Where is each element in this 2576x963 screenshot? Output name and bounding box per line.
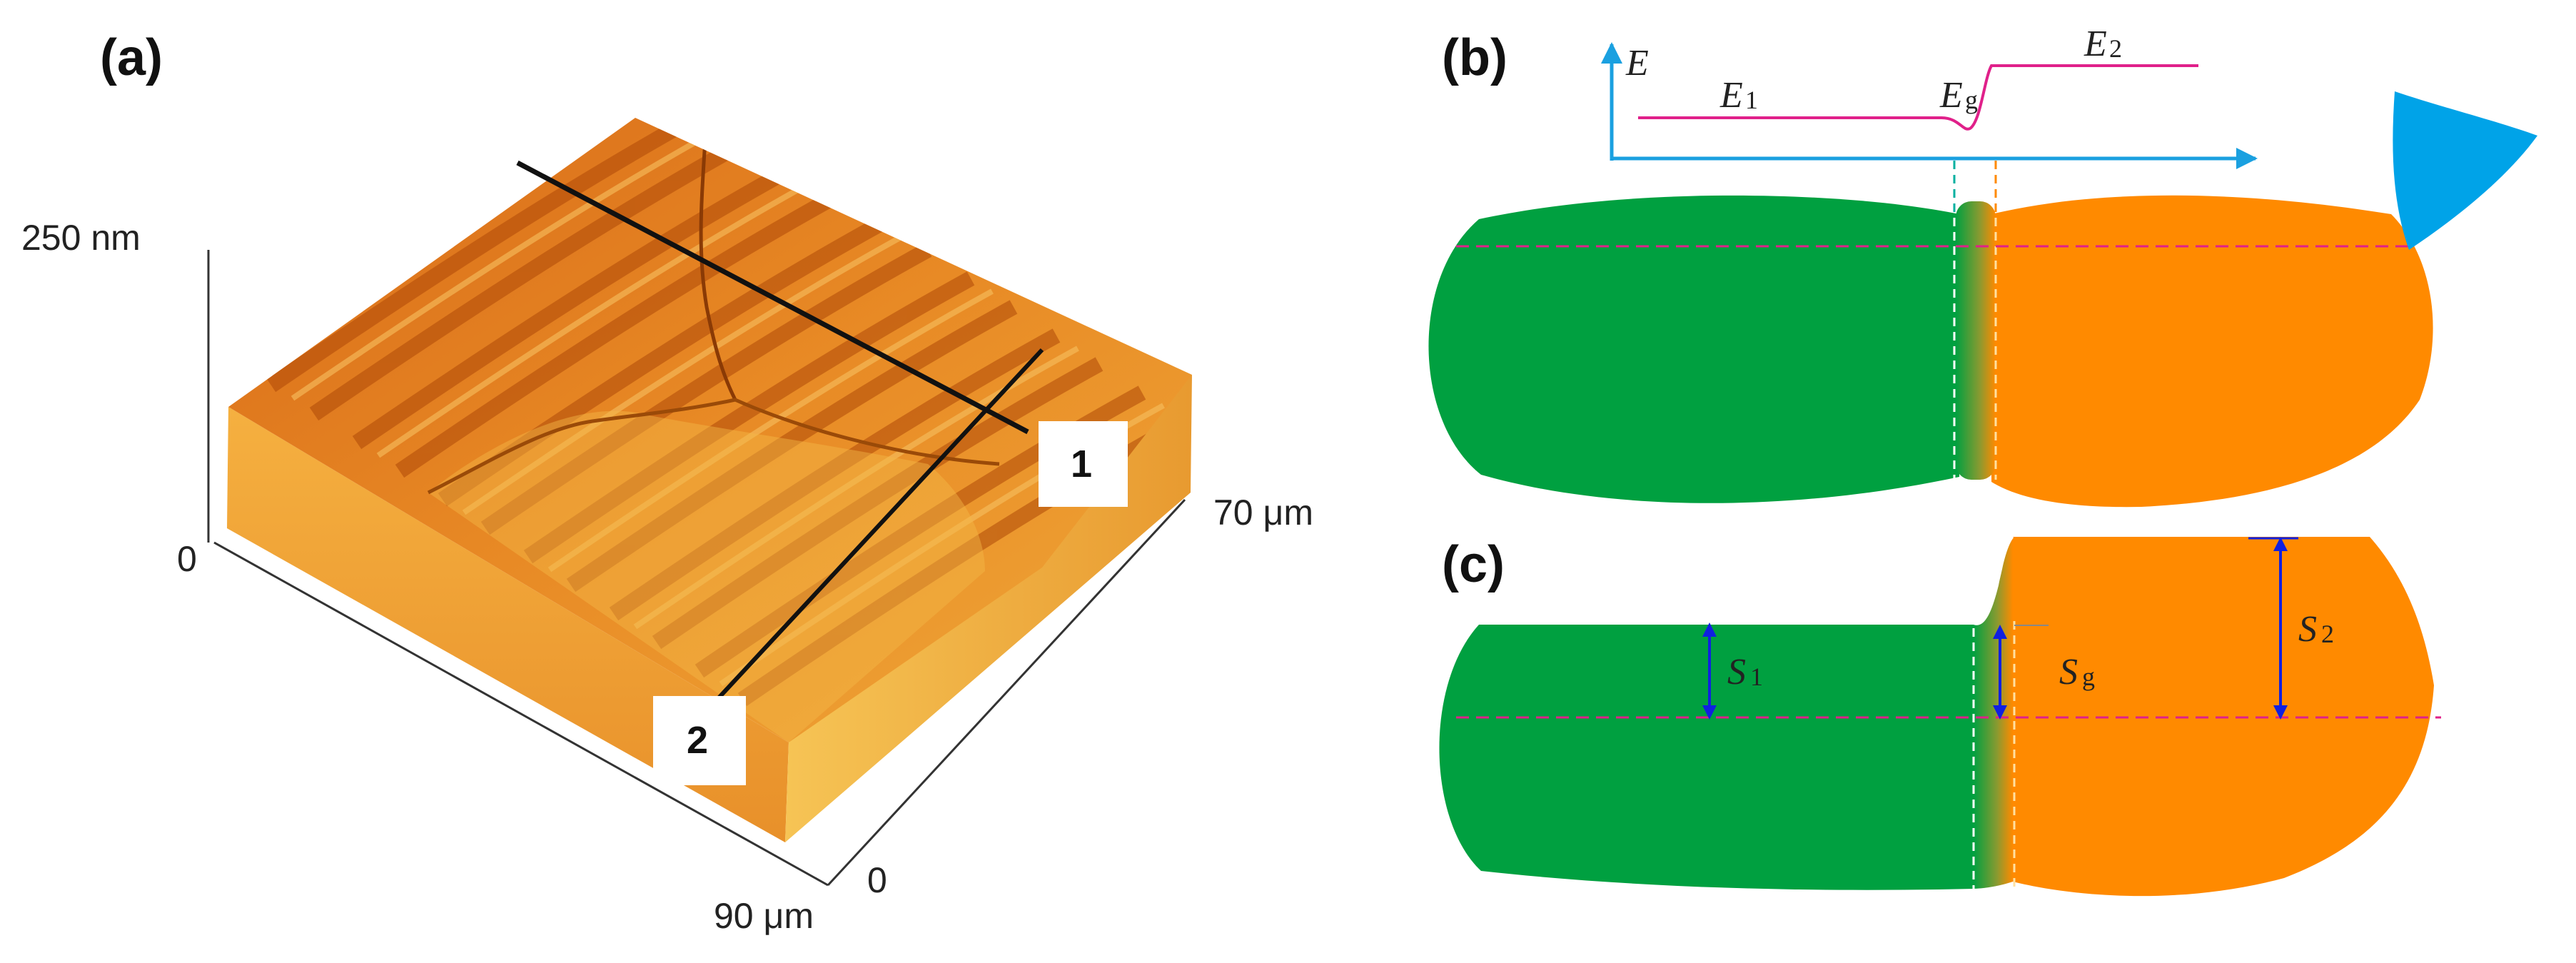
e2-subscript: 2	[2109, 34, 2122, 63]
probe-tip	[2393, 91, 2537, 250]
s2-label: S	[2298, 609, 2317, 650]
e1-subscript: 1	[1745, 86, 1758, 114]
e2-label: E	[2083, 24, 2107, 64]
grain-2-orange	[1991, 195, 2433, 508]
panel-c-label: (c)	[1442, 536, 1505, 593]
panel-c: (c) S 1 S g S 2	[1439, 536, 2441, 897]
eg-label: E	[1939, 75, 1963, 116]
y-axis-line	[827, 498, 1186, 887]
marker-1-label: 1	[1071, 443, 1092, 485]
afm-front-face	[227, 407, 789, 842]
z-axis-label: 250 nm	[21, 218, 141, 258]
x-axis-line	[213, 541, 829, 887]
origin-label: 0	[177, 539, 197, 579]
groove-edge	[1973, 536, 2014, 622]
y-origin-label: 0	[867, 860, 887, 900]
grain-1-green	[1428, 195, 1959, 503]
afm-ridges	[266, 118, 1189, 742]
marker-1-box	[1039, 421, 1128, 507]
e1-label: E	[1719, 75, 1743, 116]
x-axis-label: 90 μm	[714, 896, 814, 936]
s2-subscript: 2	[2321, 620, 2334, 648]
sg-subscript: g	[2082, 662, 2095, 691]
grain-boundary	[1956, 201, 1996, 480]
panel-a-label: (a)	[100, 29, 163, 86]
s1-subscript: 1	[1750, 662, 1763, 691]
s1-label: S	[1727, 652, 1746, 692]
panel-b-label: (b)	[1442, 29, 1507, 86]
y-axis-label: 70 μm	[1213, 493, 1313, 533]
eg-subscript: g	[1965, 86, 1978, 114]
energy-axis-label: E	[1625, 43, 1649, 84]
grain-boundary-c	[1974, 537, 2013, 889]
profile-line-1	[516, 160, 1029, 435]
marker-2-box	[653, 696, 746, 785]
marker-2-label: 2	[687, 719, 708, 762]
panel-b: (b) E E 1 E g E 2	[1428, 24, 2537, 508]
sg-label: S	[2059, 652, 2078, 692]
energy-profile-line	[1638, 64, 2198, 131]
profile-line-2	[712, 348, 1044, 705]
panel-a: (a) 250 nm 0 90 μm 0 70 μm	[21, 29, 1313, 936]
grain-1-green-c	[1439, 625, 1974, 890]
